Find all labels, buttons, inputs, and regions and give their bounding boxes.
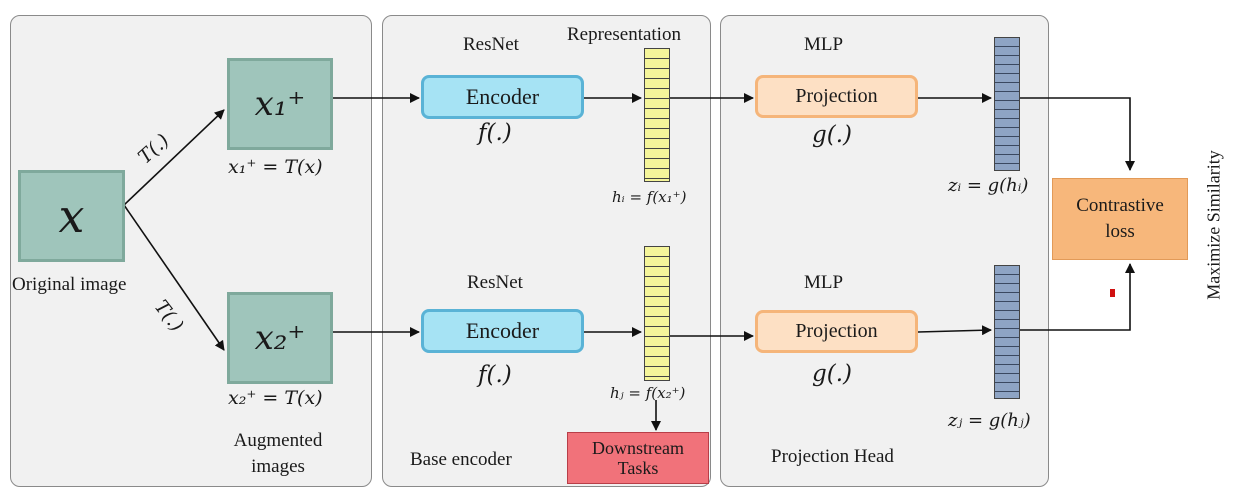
original-image-symbol: x (58, 189, 85, 243)
augmented-caption-line1: Augmented (233, 430, 323, 451)
projection-head-caption: Projection Head (771, 446, 894, 467)
downstream-tasks-box: Downstream Tasks (567, 432, 709, 484)
representation-title: Representation (567, 24, 681, 45)
maximize-similarity-label: Maximize Similarity (1203, 150, 1224, 300)
arrow-projection-to-z2 (917, 325, 992, 336)
arrow-x-to-x2 (123, 204, 225, 351)
augmented-view-2: x₂⁺ (227, 292, 333, 384)
original-image-box: x (18, 170, 125, 262)
augmented-view-2-equation: x₂⁺ = T(x) (228, 387, 323, 409)
encoder-bottom-label: Encoder (465, 318, 540, 343)
projection-bottom: Projection (755, 310, 918, 353)
augmented-view-2-symbol: x₂⁺ (254, 318, 306, 358)
base-encoder-caption: Base encoder (410, 449, 512, 470)
projection-top: Projection (755, 75, 918, 118)
projection-top-label: Projection (795, 85, 878, 107)
contrastive-loss-box: Contrastive loss (1052, 178, 1188, 260)
encoder-top-func: f(.) (478, 120, 512, 146)
resnet-title-bottom: ResNet (467, 272, 523, 293)
mlp-title-bottom: MLP (804, 272, 844, 293)
augmented-view-1-symbol: x₁⁺ (254, 84, 306, 124)
encoder-top-label: Encoder (465, 84, 540, 109)
augmented-view-1: x₁⁺ (227, 58, 333, 150)
encoder-top: Encoder (421, 75, 584, 119)
projection-top-func: g(.) (812, 122, 852, 148)
projection-bottom-func: g(.) (812, 361, 852, 387)
projection-bottom-label: Projection (795, 320, 878, 342)
downstream-line2: Tasks (617, 458, 659, 478)
loss-line1: Contrastive (1076, 195, 1164, 216)
projection-bottom-equation: zⱼ = g(hⱼ) (948, 410, 1031, 431)
representation-bottom-equation: hⱼ = f(x₂⁺) (610, 384, 686, 402)
loss-line2: loss (1105, 221, 1135, 242)
augmented-caption-line2: images (251, 456, 305, 477)
representation-vector-bottom (644, 246, 670, 381)
arrow-z2-to-loss (1020, 263, 1135, 331)
arrow-z1-to-loss (1020, 97, 1135, 171)
resnet-title-top: ResNet (463, 34, 519, 55)
representation-top-equation: hᵢ = f(x₁⁺) (612, 188, 687, 206)
downstream-line1: Downstream (592, 438, 684, 458)
augmented-images-caption: Augmented images (208, 428, 348, 480)
augmented-view-1-equation: x₁⁺ = T(x) (228, 156, 323, 178)
original-image-label: Original image (12, 274, 127, 295)
arrow-x-to-x1 (123, 109, 225, 206)
representation-vector-top (644, 48, 670, 182)
projection-vector-top (994, 37, 1020, 171)
projection-vector-bottom (994, 265, 1020, 399)
projection-top-equation: zᵢ = g(hᵢ) (948, 175, 1029, 196)
mlp-title-top: MLP (804, 34, 844, 55)
encoder-bottom: Encoder (421, 309, 584, 353)
encoder-bottom-func: f(.) (478, 362, 512, 388)
cursor-marker (1110, 289, 1115, 297)
